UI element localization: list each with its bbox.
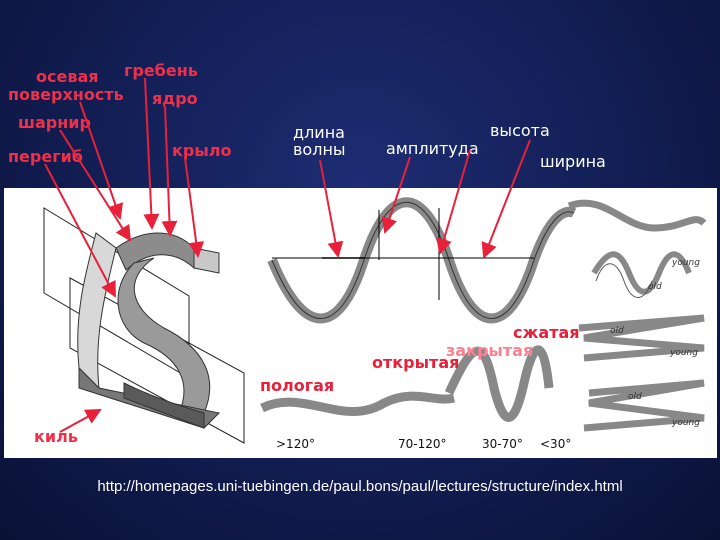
angle-closed: 30-70° xyxy=(482,437,523,451)
fold-diagram xyxy=(43,197,707,444)
axial-surface-label-line2: поверхность xyxy=(8,85,124,104)
old-label-3: old xyxy=(628,392,642,402)
young-label-1: young xyxy=(672,258,700,268)
young-old-folds xyxy=(567,199,707,298)
crest-label: гребень xyxy=(124,61,198,80)
young-label-3: young xyxy=(672,418,700,428)
inflection-label: перегиб xyxy=(8,147,83,166)
amplitude-label: амплитуда xyxy=(386,139,479,158)
angle-gentle: >120° xyxy=(276,437,315,451)
axial-surface-label: осевая xyxy=(36,67,99,86)
limb-label: крыло xyxy=(172,141,232,160)
hinge-label: шарнир xyxy=(18,113,91,132)
keel-label: киль xyxy=(34,427,78,446)
fold-type-gentle: пологая xyxy=(260,376,335,395)
fold-type-tight: сжатая xyxy=(513,323,580,342)
fold-block-3d xyxy=(43,207,245,444)
angle-open: 70-120° xyxy=(398,437,447,451)
wavelength-label: длина волны xyxy=(293,123,346,159)
width-label: ширина xyxy=(540,152,606,171)
source-url[interactable]: http://homepages.uni-tuebingen.de/paul.b… xyxy=(97,478,623,495)
height-label: высота xyxy=(490,121,550,140)
old-label-2: old xyxy=(610,326,624,336)
fold-type-open: открытая xyxy=(372,353,460,372)
old-label-1: old xyxy=(648,282,662,292)
fold-types-row xyxy=(260,314,705,432)
young-label-2: young xyxy=(670,348,698,358)
fold-type-closed: закрытая xyxy=(446,341,534,360)
core-label: ядро xyxy=(152,89,198,108)
angle-tight: <30° xyxy=(540,437,572,451)
